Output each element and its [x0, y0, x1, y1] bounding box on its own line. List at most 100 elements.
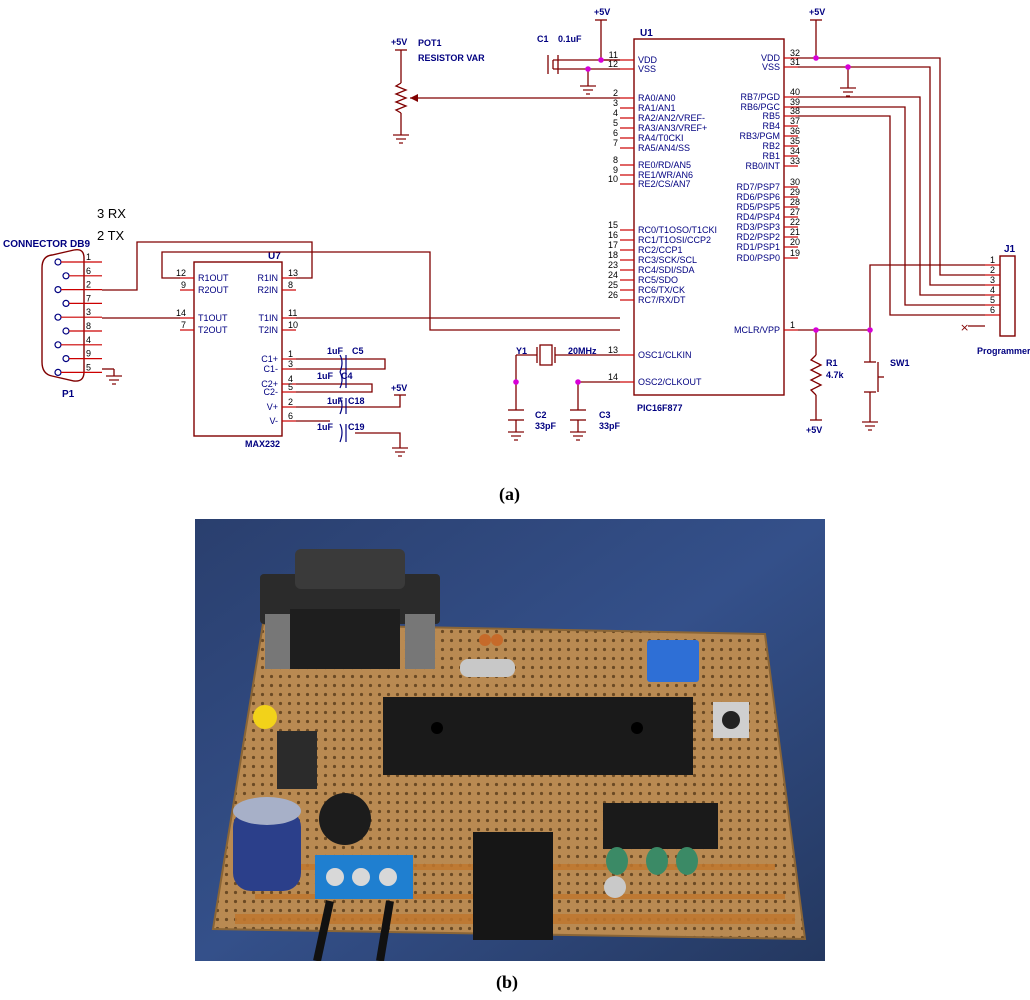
vcc-label-pot: +5V	[391, 37, 407, 47]
u7-pin-label: V+	[267, 402, 278, 412]
u1-pin-number: 25	[608, 280, 618, 290]
c2-value: 33pF	[535, 421, 557, 431]
push-button	[713, 702, 749, 738]
u1-pin-number: 38	[790, 106, 800, 116]
y1-ref: Y1	[516, 346, 527, 356]
u1-pin-number: 16	[608, 230, 618, 240]
u1-pin-label: RB1	[762, 151, 780, 161]
p1-pin-8: 8	[62, 321, 102, 335]
u1-pin-label: RE1/WR/AN6	[638, 170, 693, 180]
u1-pin-label: RB4	[762, 121, 780, 131]
u1-pin-number: 9	[613, 165, 618, 175]
u7-pin-1: 1C1+	[261, 349, 296, 364]
u1-pin-label: RE2/CS/AN7	[638, 179, 691, 189]
led	[253, 705, 277, 729]
electrolytic-capacitor	[233, 797, 301, 891]
u1-pin-number: 34	[790, 146, 800, 156]
u1-pin-label: RB7/PGD	[740, 92, 780, 102]
u1-pin-number: 26	[608, 290, 618, 300]
vcc-label-u1-left: +5V	[594, 7, 610, 17]
u1-pin-number: 18	[608, 250, 618, 260]
c5-value: 1uF	[327, 346, 344, 356]
u1-pin-number: 13	[608, 345, 618, 355]
p1-ref: P1	[62, 389, 75, 400]
crystal	[460, 634, 515, 677]
r1-resistor	[809, 354, 823, 396]
u1-pin-number: 40	[790, 87, 800, 97]
sw1-ref: SW1	[890, 358, 910, 368]
u7-pin-number: 2	[288, 397, 293, 407]
u7-pin-label: R1IN	[257, 273, 278, 283]
u1-pin-number: 17	[608, 240, 618, 250]
ground-symbols	[106, 85, 878, 457]
u1-pin-label: RA2/AN2/VREF-	[638, 113, 705, 123]
u1-pin-number: 21	[790, 227, 800, 237]
u1-pin-label: RD5/PSP5	[736, 202, 780, 212]
u1-pin-label: RC3/SCK/SCL	[638, 255, 697, 265]
u7-pin-label: R2OUT	[198, 285, 229, 295]
p1-pin-1: 1	[54, 252, 102, 266]
u1-pin-label: RB2	[762, 141, 780, 151]
c5-ref: C5	[352, 346, 364, 356]
u1-pin-number: 8	[613, 155, 618, 165]
u1-pin-number: 27	[790, 207, 800, 217]
tx-label: 2 TX	[97, 228, 125, 243]
u1-pin-number: 2	[613, 88, 618, 98]
u7-pin-number: 7	[181, 320, 186, 330]
u1-pin-label: RD1/PSP1	[736, 242, 780, 252]
junction-dots	[513, 55, 873, 385]
u1-pin-label: RC2/CCP1	[638, 245, 683, 255]
c1-value: 0.1uF	[558, 34, 582, 44]
small-capacitors	[604, 847, 698, 898]
j1-name: Programmer	[977, 346, 1030, 356]
u7-pin-number: 14	[176, 308, 186, 318]
vcc-label-max232: +5V	[391, 383, 407, 393]
u1-pin-label: OSC1/CLKIN	[638, 350, 692, 360]
p1-pin-number: 3	[86, 307, 91, 317]
no-connect-mark: ×	[960, 321, 969, 334]
j1-ref: J1	[1004, 244, 1016, 255]
p1-pin-number: 2	[86, 280, 91, 290]
p1-pin-number: 6	[86, 266, 91, 276]
c3-ref: C3	[599, 410, 611, 420]
j1-pin-4: 4	[985, 285, 1000, 296]
u1-pin-number: 24	[608, 270, 618, 280]
u7-pin-label: C2+	[261, 379, 278, 389]
u7-pin-label: V-	[269, 416, 278, 426]
u7-pin-label: C1-	[263, 364, 278, 374]
u1-pin-number: 3	[613, 98, 618, 108]
j1-pin-number: 4	[990, 285, 995, 295]
u7-pin-number: 13	[288, 268, 298, 278]
u7-pin-6: 6V-	[269, 411, 296, 426]
u1-pin-number: 14	[608, 372, 618, 382]
u7-pin-label: T2IN	[258, 325, 278, 335]
vcc-symbols	[394, 19, 822, 421]
u1-pin-number: 4	[613, 108, 618, 118]
voltage-regulator	[277, 731, 317, 789]
pot1-name: RESISTOR VAR	[418, 53, 485, 63]
pic-chip	[383, 697, 693, 775]
u1-pin-number: 12	[608, 59, 618, 69]
u7-pin-label: T1OUT	[198, 313, 228, 323]
u1-pin-label: VSS	[762, 62, 780, 72]
